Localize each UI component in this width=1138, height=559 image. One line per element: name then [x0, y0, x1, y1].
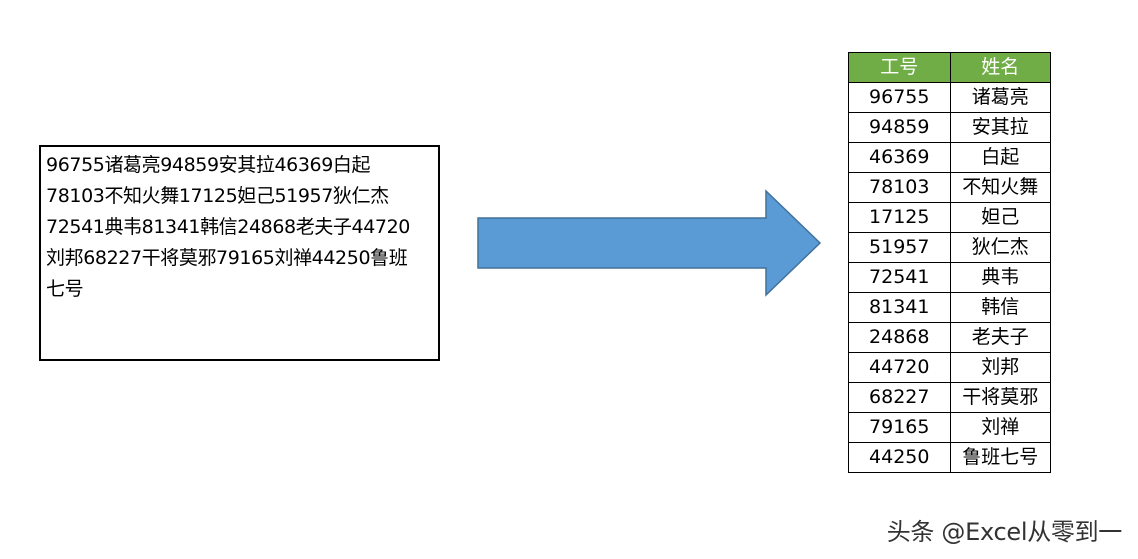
name-cell: 典韦 — [949, 262, 1051, 293]
header-employee-id: 工号 — [848, 52, 951, 83]
arrow-shape — [477, 189, 822, 297]
name-cell: 不知火舞 — [949, 172, 1051, 203]
employee-id-cell: 51957 — [848, 232, 951, 263]
name-cell: 干将莫邪 — [949, 382, 1051, 413]
employee-id-cell: 17125 — [848, 202, 951, 233]
employee-id-cell: 94859 — [848, 112, 951, 143]
watermark: 头条 @Excel从零到一 — [886, 518, 1123, 546]
employee-id-cell: 72541 — [848, 262, 951, 293]
source-text-line: 72541典韦81341韩信24868老夫子44720 — [46, 216, 410, 238]
employee-id-cell: 46369 — [848, 142, 951, 173]
source-text-line: 七号 — [46, 278, 84, 300]
table-header-row: 工号 姓名 — [848, 52, 1051, 83]
employee-id-cell: 81341 — [848, 292, 951, 323]
header-name: 姓名 — [949, 52, 1051, 83]
name-cell: 白起 — [949, 142, 1051, 173]
employee-id-cell: 24868 — [848, 322, 951, 353]
name-cell: 狄仁杰 — [949, 232, 1051, 263]
employee-id-cell: 79165 — [848, 412, 951, 443]
source-text-box: 96755诸葛亮94859安其拉46369白起 78103不知火舞17125妲己… — [39, 145, 440, 361]
source-text-line: 96755诸葛亮94859安其拉46369白起 — [46, 154, 371, 176]
name-cell: 刘邦 — [949, 352, 1051, 383]
source-text-line: 78103不知火舞17125妲己51957狄仁杰 — [46, 185, 389, 207]
name-cell: 安其拉 — [949, 112, 1051, 143]
source-text-line: 刘邦68227干将莫邪79165刘禅44250鲁班 — [46, 247, 408, 269]
name-cell: 韩信 — [949, 292, 1051, 323]
employee-id-cell: 44250 — [848, 442, 951, 473]
employee-id-cell: 78103 — [848, 172, 951, 203]
right-arrow-icon — [477, 189, 822, 297]
name-cell: 妲己 — [949, 202, 1051, 233]
employee-id-cell: 44720 — [848, 352, 951, 383]
name-cell: 刘禅 — [949, 412, 1051, 443]
employee-id-cell: 96755 — [848, 82, 951, 113]
name-cell: 诸葛亮 — [949, 82, 1051, 113]
name-cell: 鲁班七号 — [949, 442, 1051, 473]
employee-id-cell: 68227 — [848, 382, 951, 413]
name-cell: 老夫子 — [949, 322, 1051, 353]
